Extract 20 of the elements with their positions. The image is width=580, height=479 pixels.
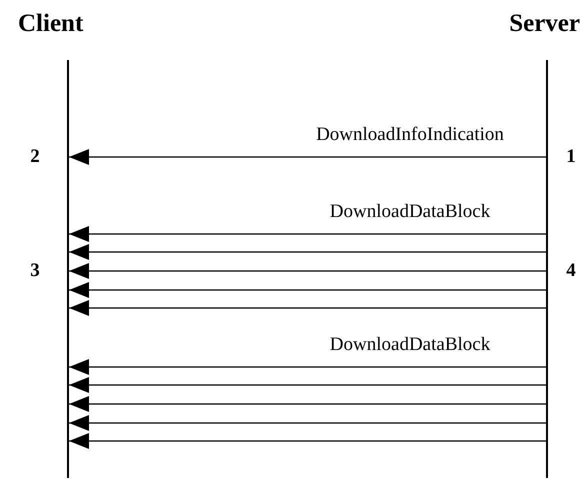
arrow bbox=[69, 149, 546, 165]
edge-label: DownloadDataBlock bbox=[330, 334, 490, 356]
arrow bbox=[69, 226, 546, 242]
arrow bbox=[69, 244, 546, 260]
edge-label: DownloadDataBlock bbox=[330, 201, 490, 223]
arrow bbox=[69, 263, 546, 279]
step-number: 1 bbox=[566, 146, 576, 168]
lifeline-heading: Client bbox=[18, 10, 84, 38]
edge-label: DownloadInfoIndication bbox=[316, 124, 504, 146]
lifeline-heading: Server bbox=[509, 10, 580, 38]
step-number: 4 bbox=[566, 260, 576, 282]
arrow bbox=[69, 377, 546, 393]
arrow bbox=[69, 300, 546, 316]
arrow bbox=[69, 415, 546, 431]
arrow bbox=[69, 359, 546, 375]
arrow bbox=[69, 282, 546, 298]
step-number: 2 bbox=[30, 146, 40, 168]
arrow bbox=[69, 433, 546, 449]
step-number: 3 bbox=[30, 260, 40, 282]
arrow bbox=[69, 396, 546, 412]
